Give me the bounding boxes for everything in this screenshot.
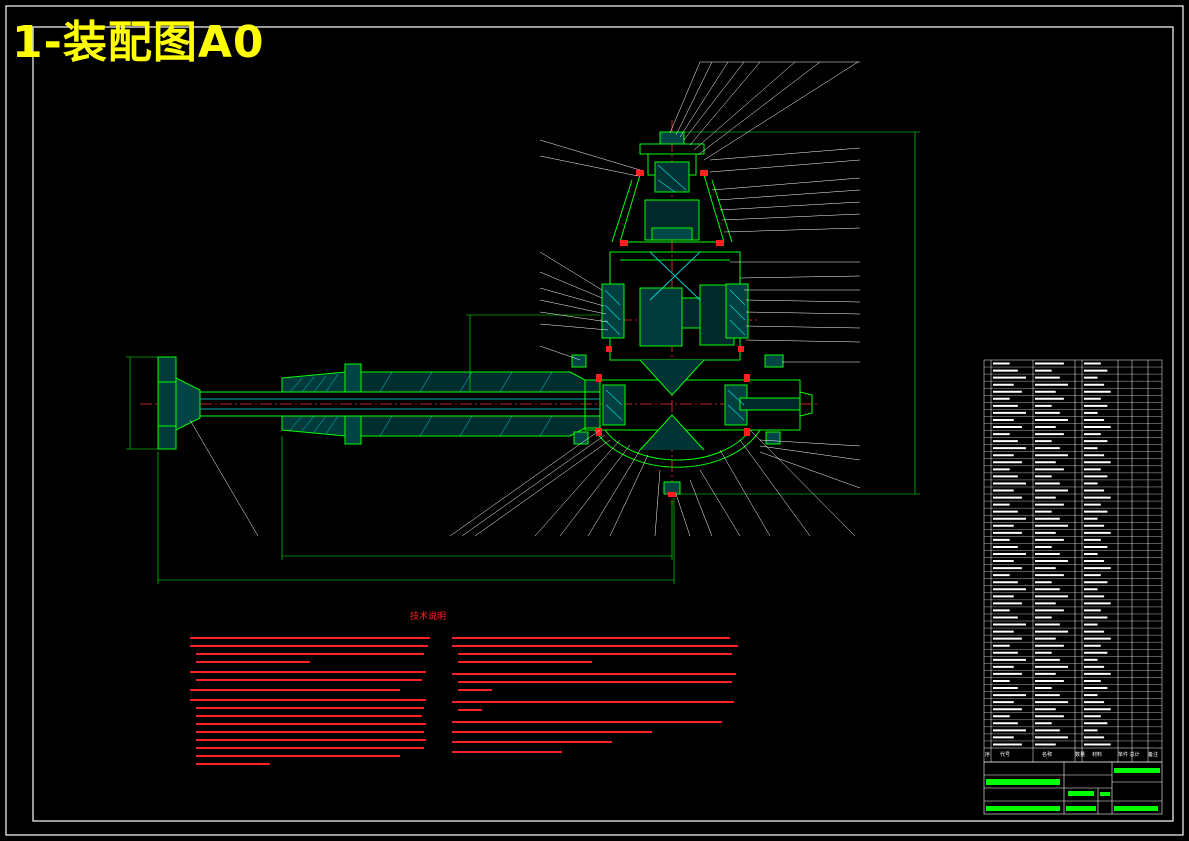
technical-notes-left-column xyxy=(190,634,440,784)
header-remark: 备注 xyxy=(1148,752,1159,758)
drawing-title: 1-装配图A0 xyxy=(12,17,265,68)
input-flange xyxy=(157,356,201,450)
differential-housing xyxy=(571,251,784,368)
lower-carrier xyxy=(573,359,813,495)
cross-section-view xyxy=(126,61,920,584)
inner-frame xyxy=(32,26,1174,822)
parts-list-header: 序 代号 名称 数量 材料 单件 总计 备注 xyxy=(984,749,1162,762)
seal-accents xyxy=(596,170,750,497)
notes-right-lines xyxy=(452,637,738,753)
dimension-lines xyxy=(126,131,920,584)
outer-frame xyxy=(5,5,1184,836)
bearing-hatching xyxy=(604,164,746,421)
header-no: 序 xyxy=(985,752,991,758)
header-qty: 数量 xyxy=(1075,752,1086,758)
tube-hatching xyxy=(289,371,553,437)
title-block xyxy=(983,761,1163,815)
parts-list-rows xyxy=(984,362,1162,746)
header-code: 代号 xyxy=(1000,752,1011,758)
notes-left-lines xyxy=(190,637,430,765)
technical-notes-right-column xyxy=(452,634,752,764)
title-block-fills xyxy=(986,768,1160,811)
header-material: 材料 xyxy=(1092,752,1103,758)
upper-housing xyxy=(611,131,733,243)
axle-tube xyxy=(199,363,601,445)
header-name: 名称 xyxy=(1042,752,1053,758)
leader-lines xyxy=(189,61,861,537)
technical-notes-heading: 技术说明 xyxy=(409,612,446,622)
header-weight: 单件 总计 xyxy=(1118,752,1140,758)
